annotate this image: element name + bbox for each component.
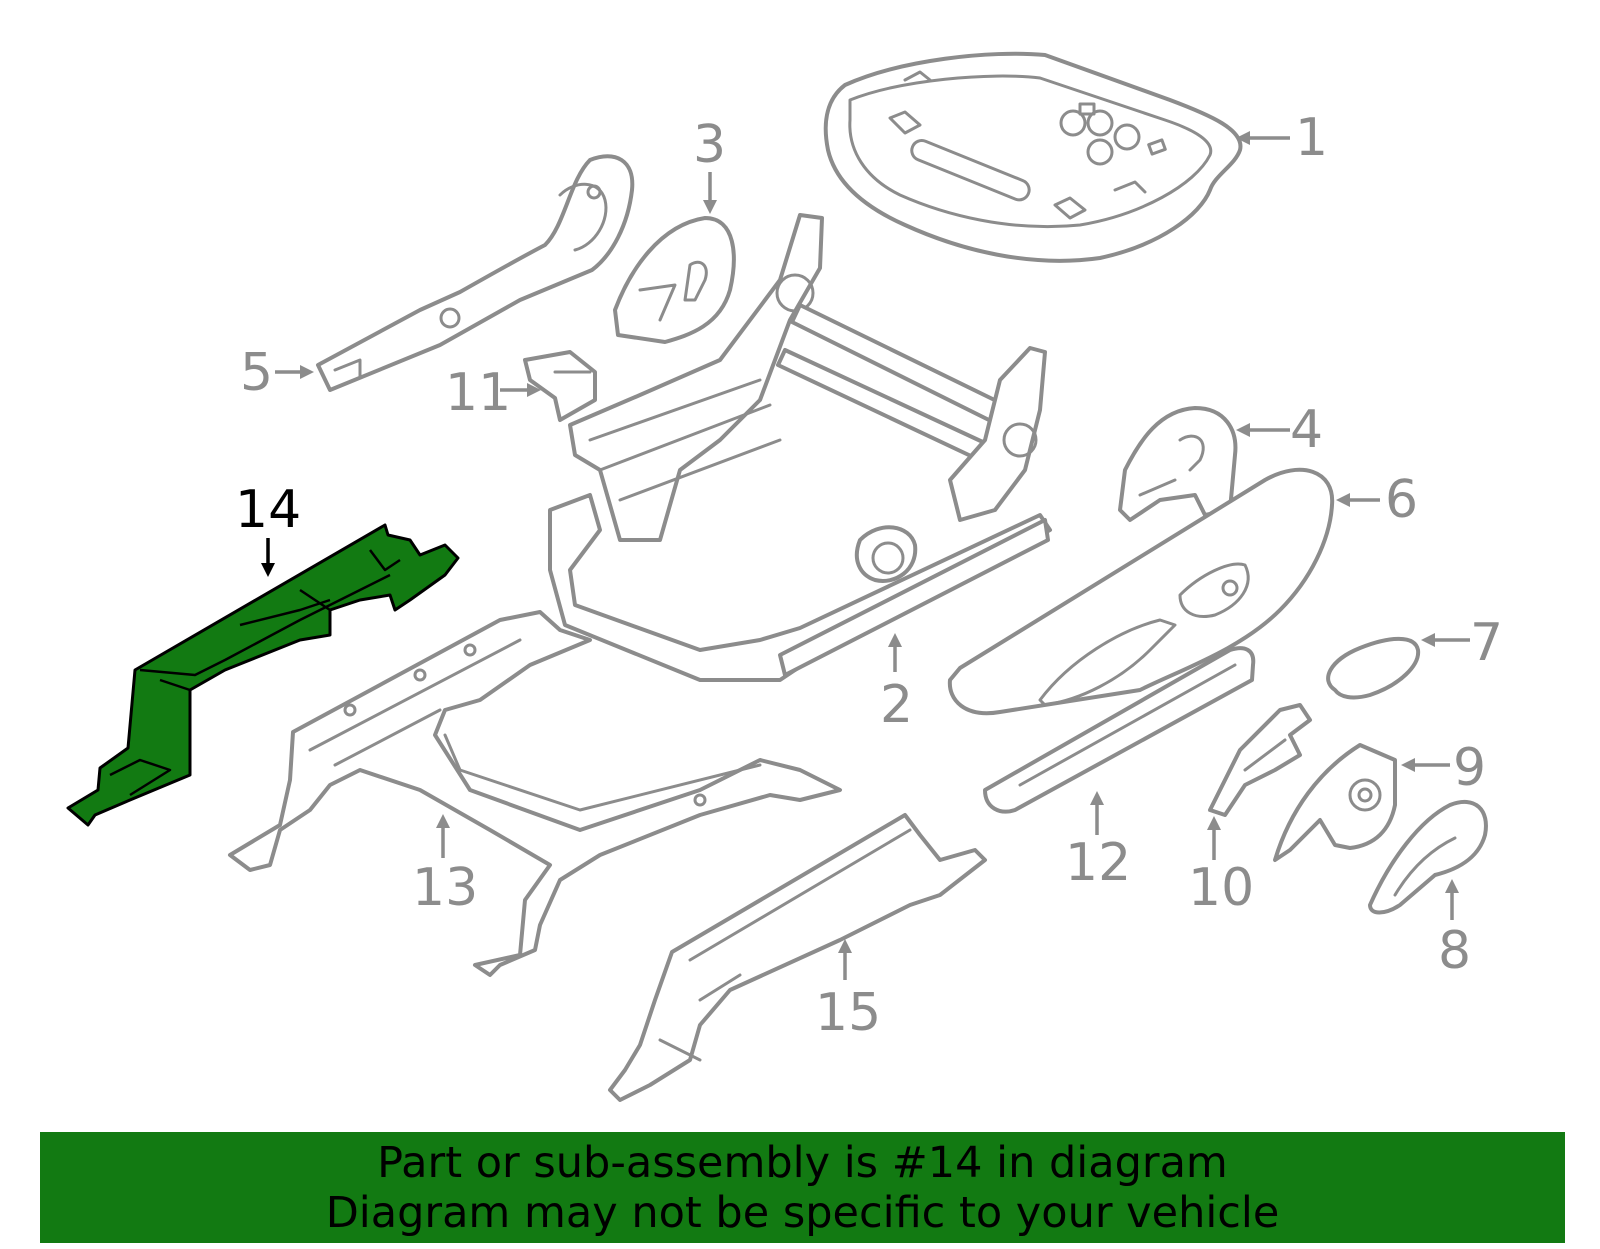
callout-12: 12 [1065, 791, 1131, 893]
callout-6: 6 [1336, 470, 1418, 530]
callout-12-label: 12 [1065, 833, 1131, 893]
callout-5-label: 5 [240, 343, 273, 403]
callout-13-label: 13 [412, 858, 478, 918]
part-9-knob-housing[interactable] [1273, 743, 1397, 862]
callout-10-label: 10 [1188, 858, 1254, 918]
callout-7-label: 7 [1470, 613, 1503, 673]
part-10-bracket[interactable] [1208, 703, 1312, 817]
callout-3-label: 3 [693, 115, 726, 175]
callout-4-label: 4 [1290, 400, 1323, 460]
callout-14: 14 [235, 480, 301, 577]
banner-line-2: Diagram may not be specific to your vehi… [325, 1188, 1280, 1238]
callout-11: 11 [445, 363, 541, 423]
part-3-shield[interactable] [613, 216, 736, 344]
callout-8-label: 8 [1438, 921, 1471, 981]
part-8-lever-handle[interactable] [1368, 799, 1488, 915]
callout-2-label: 2 [880, 675, 913, 735]
callout-10: 10 [1188, 816, 1254, 918]
part-4-cover[interactable] [1118, 406, 1238, 522]
callout-4: 4 [1236, 400, 1323, 460]
callout-11-label: 11 [445, 363, 511, 423]
callout-9-label: 9 [1453, 738, 1486, 798]
part-11-clip[interactable] [523, 350, 597, 422]
part-14-highlighted[interactable] [66, 523, 460, 827]
callout-9: 9 [1401, 738, 1486, 798]
callout-3: 3 [693, 115, 726, 214]
part-6-side-shield[interactable] [947, 467, 1335, 716]
part-1-cushion-pan[interactable] [823, 51, 1243, 263]
part-2-seat-frame[interactable] [548, 213, 1052, 682]
callout-1-label: 1 [1295, 108, 1328, 168]
callout-2: 2 [880, 633, 913, 735]
part-15-rail[interactable] [608, 813, 987, 1102]
callout-14-label: 14 [235, 480, 301, 540]
callout-15: 15 [815, 939, 881, 1043]
callout-13: 13 [412, 814, 478, 918]
callout-15-label: 15 [815, 983, 881, 1043]
info-banner: Part or sub-assembly is #14 in diagram D… [40, 1132, 1565, 1243]
banner-line-1: Part or sub-assembly is #14 in diagram [377, 1138, 1228, 1188]
part-5-side-bracket[interactable] [316, 154, 635, 392]
part-7-cap[interactable] [1326, 636, 1421, 700]
callout-6-label: 6 [1385, 470, 1418, 530]
callout-7: 7 [1421, 613, 1503, 673]
callout-5: 5 [240, 343, 314, 403]
part-12-trim-strip[interactable] [983, 646, 1256, 814]
callout-8: 8 [1438, 879, 1471, 981]
callout-1: 1 [1236, 108, 1328, 168]
part-13-under-frame[interactable] [228, 610, 842, 977]
